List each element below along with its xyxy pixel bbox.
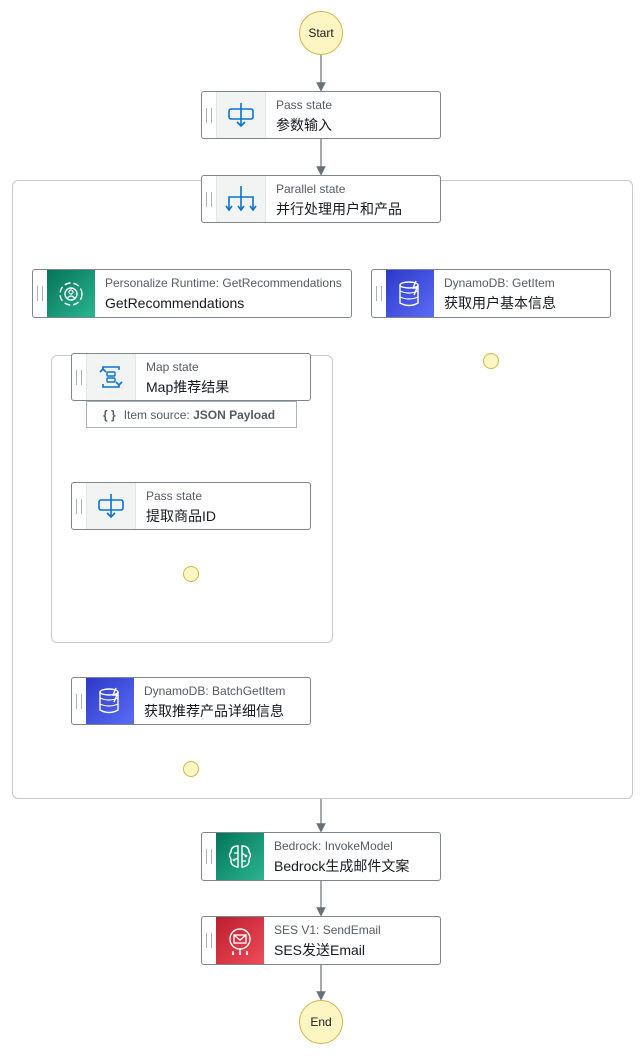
personalize-icon xyxy=(47,270,95,317)
start-node[interactable]: Start xyxy=(299,11,343,55)
drag-handle[interactable] xyxy=(202,176,216,222)
map-state-icon xyxy=(86,354,136,400)
braces-icon: { } xyxy=(103,407,116,422)
dynamodb-getitem-node[interactable]: DynamoDB: GetItem 获取用户基本信息 xyxy=(371,269,611,318)
node-label: 获取推荐产品详细信息 xyxy=(144,703,284,719)
item-source-value: JSON Payload xyxy=(193,407,276,422)
node-label: Bedrock生成邮件文案 xyxy=(274,858,410,874)
pass-state-input-node[interactable]: Pass state 参数输入 xyxy=(201,91,441,139)
drag-handle[interactable] xyxy=(202,917,216,964)
node-label: SES发送Email xyxy=(274,942,366,958)
node-label: 获取用户基本信息 xyxy=(444,295,556,311)
pass-state-icon xyxy=(86,483,136,529)
end-node[interactable]: End xyxy=(299,1000,343,1044)
end-label: End xyxy=(310,1015,332,1029)
drag-handle[interactable] xyxy=(72,354,86,400)
node-kind: DynamoDB: GetItem xyxy=(444,276,555,290)
pass-state-extract-node[interactable]: Pass state 提取商品ID xyxy=(71,482,311,530)
branch-end-personalize xyxy=(183,761,199,777)
drag-handle[interactable] xyxy=(202,92,216,138)
branch-end-dynamodb-getitem xyxy=(483,353,499,369)
drag-handle[interactable] xyxy=(72,678,86,724)
start-label: Start xyxy=(308,26,334,40)
node-kind: Map state xyxy=(146,360,199,374)
node-label: GetRecommendations xyxy=(105,295,245,311)
node-label: Map推荐结果 xyxy=(146,379,230,395)
ses-icon xyxy=(216,917,264,964)
item-source-prefix: Item source: xyxy=(123,407,190,422)
node-kind: Parallel state xyxy=(276,182,346,196)
item-source-box: { } Item source: JSON Payload xyxy=(86,401,297,428)
bedrock-icon xyxy=(216,833,264,880)
node-kind: Pass state xyxy=(276,98,333,112)
dynamodb-icon xyxy=(86,678,134,724)
parallel-state-icon xyxy=(216,176,266,222)
drag-handle[interactable] xyxy=(202,833,216,880)
drag-handle[interactable] xyxy=(372,270,386,317)
node-kind: DynamoDB: BatchGetItem xyxy=(144,684,286,698)
dynamodb-batchgetitem-node[interactable]: DynamoDB: BatchGetItem 获取推荐产品详细信息 xyxy=(71,677,311,725)
node-kind: Bedrock: InvokeModel xyxy=(274,839,393,853)
node-kind: Personalize Runtime: GetRecommendations xyxy=(105,276,342,290)
node-label: 并行处理用户和产品 xyxy=(276,201,402,217)
node-label: 参数输入 xyxy=(276,117,332,133)
node-kind: SES V1: SendEmail xyxy=(274,923,381,937)
node-kind: Pass state xyxy=(146,489,203,503)
dynamodb-icon xyxy=(386,270,434,317)
node-label: 提取商品ID xyxy=(146,508,216,524)
parallel-state-node[interactable]: Parallel state 并行处理用户和产品 xyxy=(201,175,441,223)
drag-handle[interactable] xyxy=(33,270,47,317)
drag-handle[interactable] xyxy=(72,483,86,529)
pass-state-icon xyxy=(216,92,266,138)
map-iteration-end xyxy=(183,566,199,582)
